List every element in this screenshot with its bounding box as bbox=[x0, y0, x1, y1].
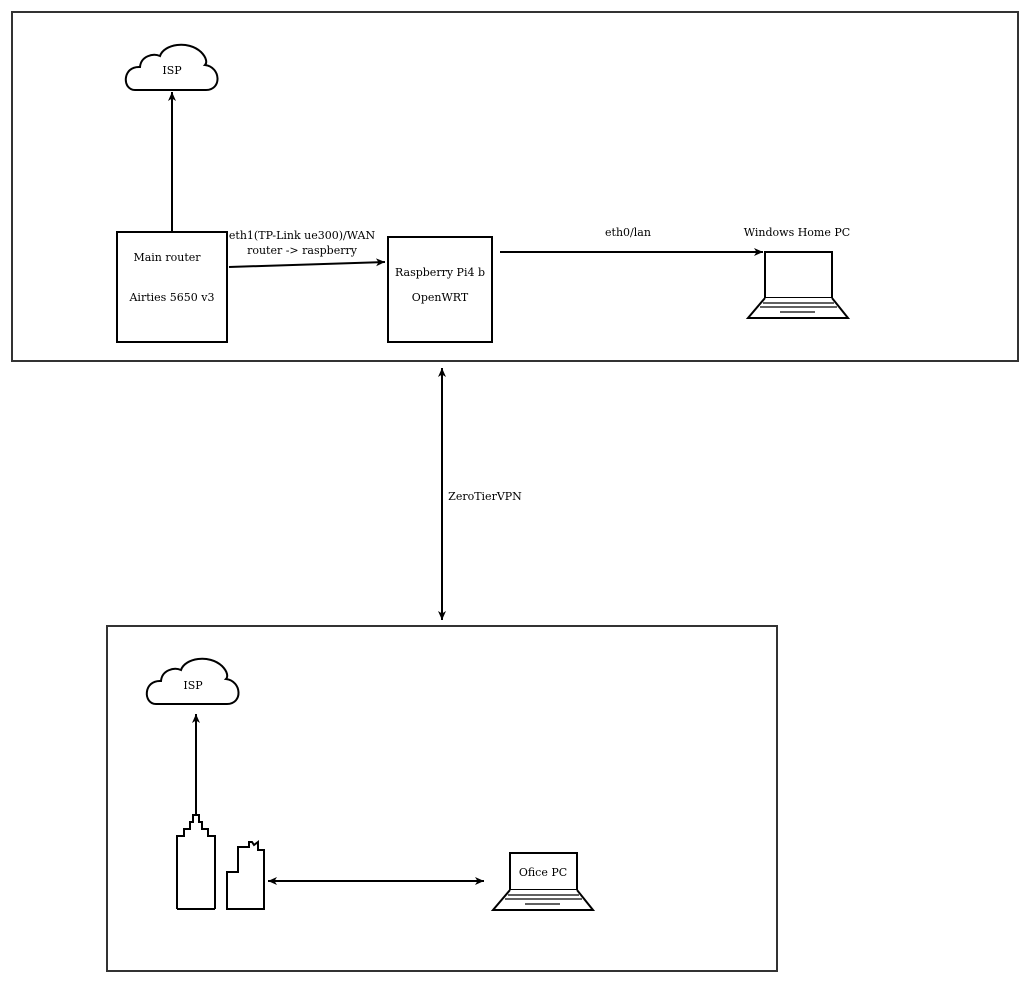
office-network-frame bbox=[106, 625, 778, 972]
home-isp-cloud: ISP bbox=[124, 43, 219, 91]
cloud-icon bbox=[145, 657, 240, 705]
main-router-label: Main router bbox=[133, 251, 201, 264]
office-isp-label: ISP bbox=[183, 679, 203, 692]
raspberry-label: Raspberry Pi4 b bbox=[395, 266, 485, 279]
laptop-icon bbox=[490, 852, 596, 911]
office-isp-cloud: ISP bbox=[145, 657, 240, 705]
raspberry-pi-box: Raspberry Pi4 b OpenWRT bbox=[387, 236, 493, 343]
home-pc: Windows Home PC bbox=[744, 226, 851, 319]
office-pc: Ofice PC bbox=[490, 852, 596, 911]
home-network-frame bbox=[11, 11, 1019, 362]
wan-link-arrow bbox=[228, 258, 386, 268]
laptop-icon bbox=[745, 251, 851, 319]
home-pc-label: Windows Home PC bbox=[744, 226, 850, 239]
main-router-box: Main router Airties 5650 v3 bbox=[116, 231, 228, 343]
wan-link-label-line1: eth1(TP-Link ue300)/WAN bbox=[229, 229, 376, 242]
cloud-icon bbox=[124, 43, 219, 91]
raspberry-os: OpenWRT bbox=[412, 291, 469, 304]
office-building-icon bbox=[176, 814, 265, 910]
office-pc-label: Ofice PC bbox=[519, 866, 567, 879]
wan-link-label-line2: router -> raspberry bbox=[247, 244, 358, 257]
main-router-model: Airties 5650 v3 bbox=[128, 291, 214, 304]
vpn-label: ZeroTierVPN bbox=[448, 490, 522, 503]
home-isp-label: ISP bbox=[162, 64, 182, 77]
lan-link-label: eth0/lan bbox=[605, 226, 651, 239]
